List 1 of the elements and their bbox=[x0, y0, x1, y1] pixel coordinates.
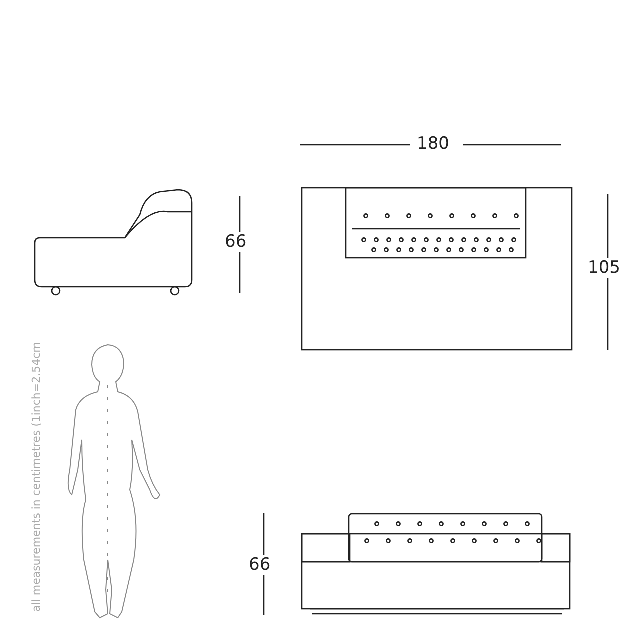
measurement-note: all measurements in centimetres (1inch=2.54cm bbox=[30, 342, 43, 612]
